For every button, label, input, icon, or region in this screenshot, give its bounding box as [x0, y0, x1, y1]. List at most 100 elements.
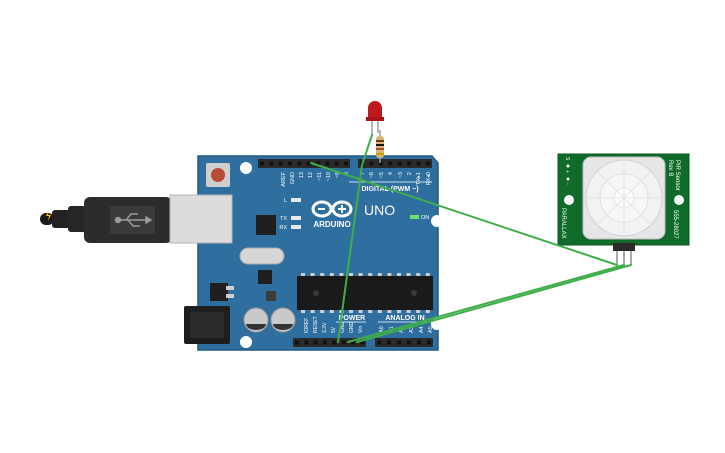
arduino-infinity-logo-icon [311, 200, 353, 218]
tx-led [291, 216, 301, 220]
pir-lens-segments [586, 160, 662, 236]
header-pin-hole[interactable] [397, 161, 402, 166]
regulator-pin [226, 286, 234, 290]
digital-pin-label: 8 [344, 172, 350, 175]
header-pin-hole[interactable] [316, 161, 320, 166]
pir-sensor[interactable]: PIR Sensor Rev B 555-28027 PARALLAX S + … [557, 153, 690, 265]
pir-part-number: 555-28027 [672, 210, 678, 239]
digital-pin-label: TX▸1 [416, 172, 422, 185]
header-pin-hole[interactable] [350, 340, 355, 345]
header-pin-hole[interactable] [417, 340, 421, 345]
chip-pin [377, 273, 382, 276]
wire-pir-signal[interactable] [310, 162, 618, 266]
header-holes [260, 161, 431, 345]
header-pin-hole[interactable] [378, 161, 383, 166]
header-pin-hole[interactable] [388, 161, 393, 166]
header-pin-hole[interactable] [269, 161, 274, 166]
tx-led-label: TX [280, 216, 287, 222]
header-pin-hole[interactable] [377, 340, 381, 345]
board-model: UNO [364, 202, 395, 218]
header-pin-hole[interactable] [416, 161, 421, 166]
pir-pin-dot [566, 177, 570, 181]
wire-pir-power[interactable] [347, 264, 625, 343]
chip-pin [377, 310, 382, 313]
analog-pin-label: A0 [379, 326, 385, 333]
header-pin-hole[interactable] [288, 161, 292, 166]
pir-pin-label-group: S + - [564, 157, 570, 185]
rx-led [291, 225, 301, 229]
wire-led-to-ground[interactable] [337, 134, 373, 343]
chip-notch [411, 290, 417, 296]
pir-pin-label-plus: + [564, 170, 570, 173]
power-pin-label: GND [349, 322, 355, 334]
mounting-hole [240, 162, 252, 174]
header-pin-hole[interactable] [360, 340, 364, 345]
header-pin-hole[interactable] [397, 340, 401, 345]
header-pin-hole[interactable] [297, 161, 302, 166]
resistor[interactable] [376, 130, 384, 163]
header-pin-hole[interactable] [344, 161, 348, 166]
digital-pin-label: 2 [407, 172, 413, 175]
header-pin-hole[interactable] [334, 161, 339, 166]
red-led[interactable] [366, 101, 384, 135]
digital-pin-label: GND [290, 172, 296, 184]
voltage-regulator [210, 283, 228, 301]
chip-pin [349, 310, 353, 313]
usb-b-port [169, 194, 233, 244]
header-pin-hole[interactable] [325, 161, 330, 166]
chip-pin [368, 310, 373, 313]
header-pin-hole[interactable] [322, 340, 327, 345]
power-pin-label: GND [340, 322, 346, 334]
header-pin-hole[interactable] [407, 161, 412, 166]
header-pin-hole[interactable] [387, 340, 391, 345]
header-pin-hole[interactable] [427, 340, 431, 345]
chip-pin [329, 310, 334, 313]
resistor-band [376, 148, 384, 150]
header-pin-hole[interactable] [278, 161, 283, 166]
capacitor [243, 307, 269, 333]
header-pin-hole[interactable] [332, 340, 337, 345]
pir-mounting-hole [674, 195, 684, 205]
header-pin-hole[interactable] [426, 161, 430, 166]
digital-pin-label: ~5 [379, 172, 385, 178]
chip-pin [329, 273, 334, 276]
chip-pin [320, 310, 325, 313]
header-pin-hole[interactable] [341, 340, 346, 345]
pir-mounting-hole [564, 195, 574, 205]
led-body [368, 101, 382, 118]
reset-button[interactable] [211, 168, 225, 182]
resistor-band [376, 140, 384, 142]
power-header [293, 338, 366, 347]
chip-pin [425, 310, 430, 313]
on-led-label: ON [421, 215, 429, 221]
chip-pin [397, 273, 401, 276]
digital-pin-label: 7 [360, 172, 366, 175]
chip-pins [301, 273, 430, 313]
chip-pin [301, 273, 305, 276]
usb-chip [256, 215, 276, 235]
header-pin-hole[interactable] [369, 161, 374, 166]
header-pin-hole[interactable] [295, 340, 299, 345]
chip-pin [397, 310, 401, 313]
dc-jack-inner [190, 312, 224, 338]
header-pin-hole[interactable] [304, 340, 309, 345]
pir-pin-label-minus: - [564, 183, 570, 185]
digital-pin-label: 4 [388, 172, 394, 175]
digital-header-left [258, 159, 350, 168]
resistor-band [376, 144, 384, 146]
wire-pir-ground[interactable] [356, 264, 632, 343]
header-pin-hole[interactable] [306, 161, 311, 166]
crystal-oscillator [239, 247, 285, 265]
pir-header [613, 243, 635, 251]
digital-header-right [358, 159, 432, 168]
chip-pin [387, 273, 392, 276]
header-pin-hole[interactable] [313, 340, 318, 345]
power-header-label: POWER [339, 315, 365, 322]
header-pin-hole[interactable] [260, 161, 264, 166]
l-led [291, 198, 301, 202]
header-pin-hole[interactable] [407, 340, 411, 345]
smd-component [266, 291, 276, 301]
chip-pin [416, 310, 421, 313]
